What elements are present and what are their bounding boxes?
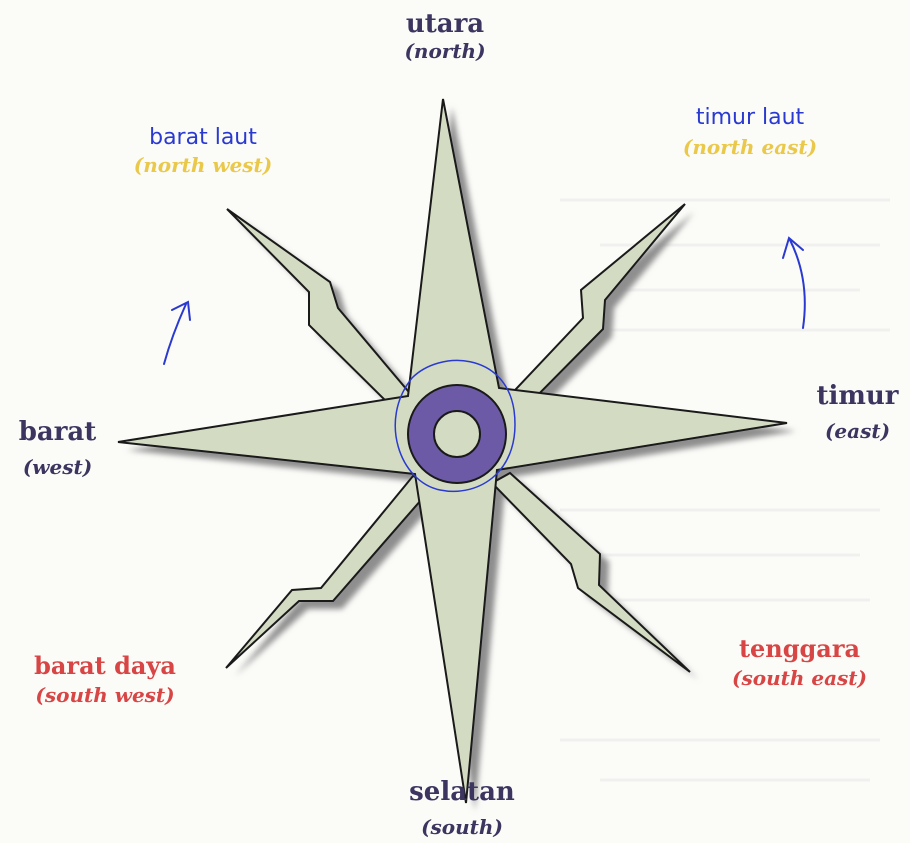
label-southwest: barat daya (south west) (0, 652, 210, 707)
label-south-main: selatan (392, 778, 532, 808)
label-east-main: timur (805, 382, 910, 412)
label-south: selatan (south) (392, 778, 532, 839)
label-west-main: barat (0, 418, 115, 448)
label-north-sub: (north) (385, 40, 505, 63)
hub-center (434, 411, 480, 457)
arm-northwest (227, 209, 413, 406)
label-northeast-sub: (north east) (650, 136, 850, 159)
label-northeast-handwritten: timur laut (650, 105, 850, 130)
arrow-northwest-handdrawn (164, 302, 190, 364)
label-east: timur (east) (805, 382, 910, 443)
label-southwest-main: barat daya (0, 652, 210, 680)
arm-southwest (226, 476, 435, 668)
label-east-sub: (east) (805, 420, 910, 443)
arrow-northeast-handdrawn (783, 238, 805, 328)
label-northeast: timur laut (north east) (650, 105, 850, 159)
label-north: utara (north) (385, 10, 505, 63)
label-west: barat (west) (0, 418, 115, 479)
label-south-sub: (south) (392, 816, 532, 839)
label-northwest-sub: (north west) (108, 154, 298, 177)
arm-northeast (500, 204, 685, 412)
label-northwest: barat laut (north west) (108, 125, 298, 177)
label-west-sub: (west) (0, 456, 115, 479)
arm-southeast (492, 473, 690, 672)
label-northwest-handwritten: barat laut (108, 125, 298, 150)
label-southeast: tenggara (south east) (702, 635, 897, 690)
label-southeast-main: tenggara (702, 635, 897, 663)
label-southwest-sub: (south west) (0, 684, 210, 707)
label-southeast-sub: (south east) (702, 667, 897, 690)
label-north-main: utara (385, 10, 505, 40)
